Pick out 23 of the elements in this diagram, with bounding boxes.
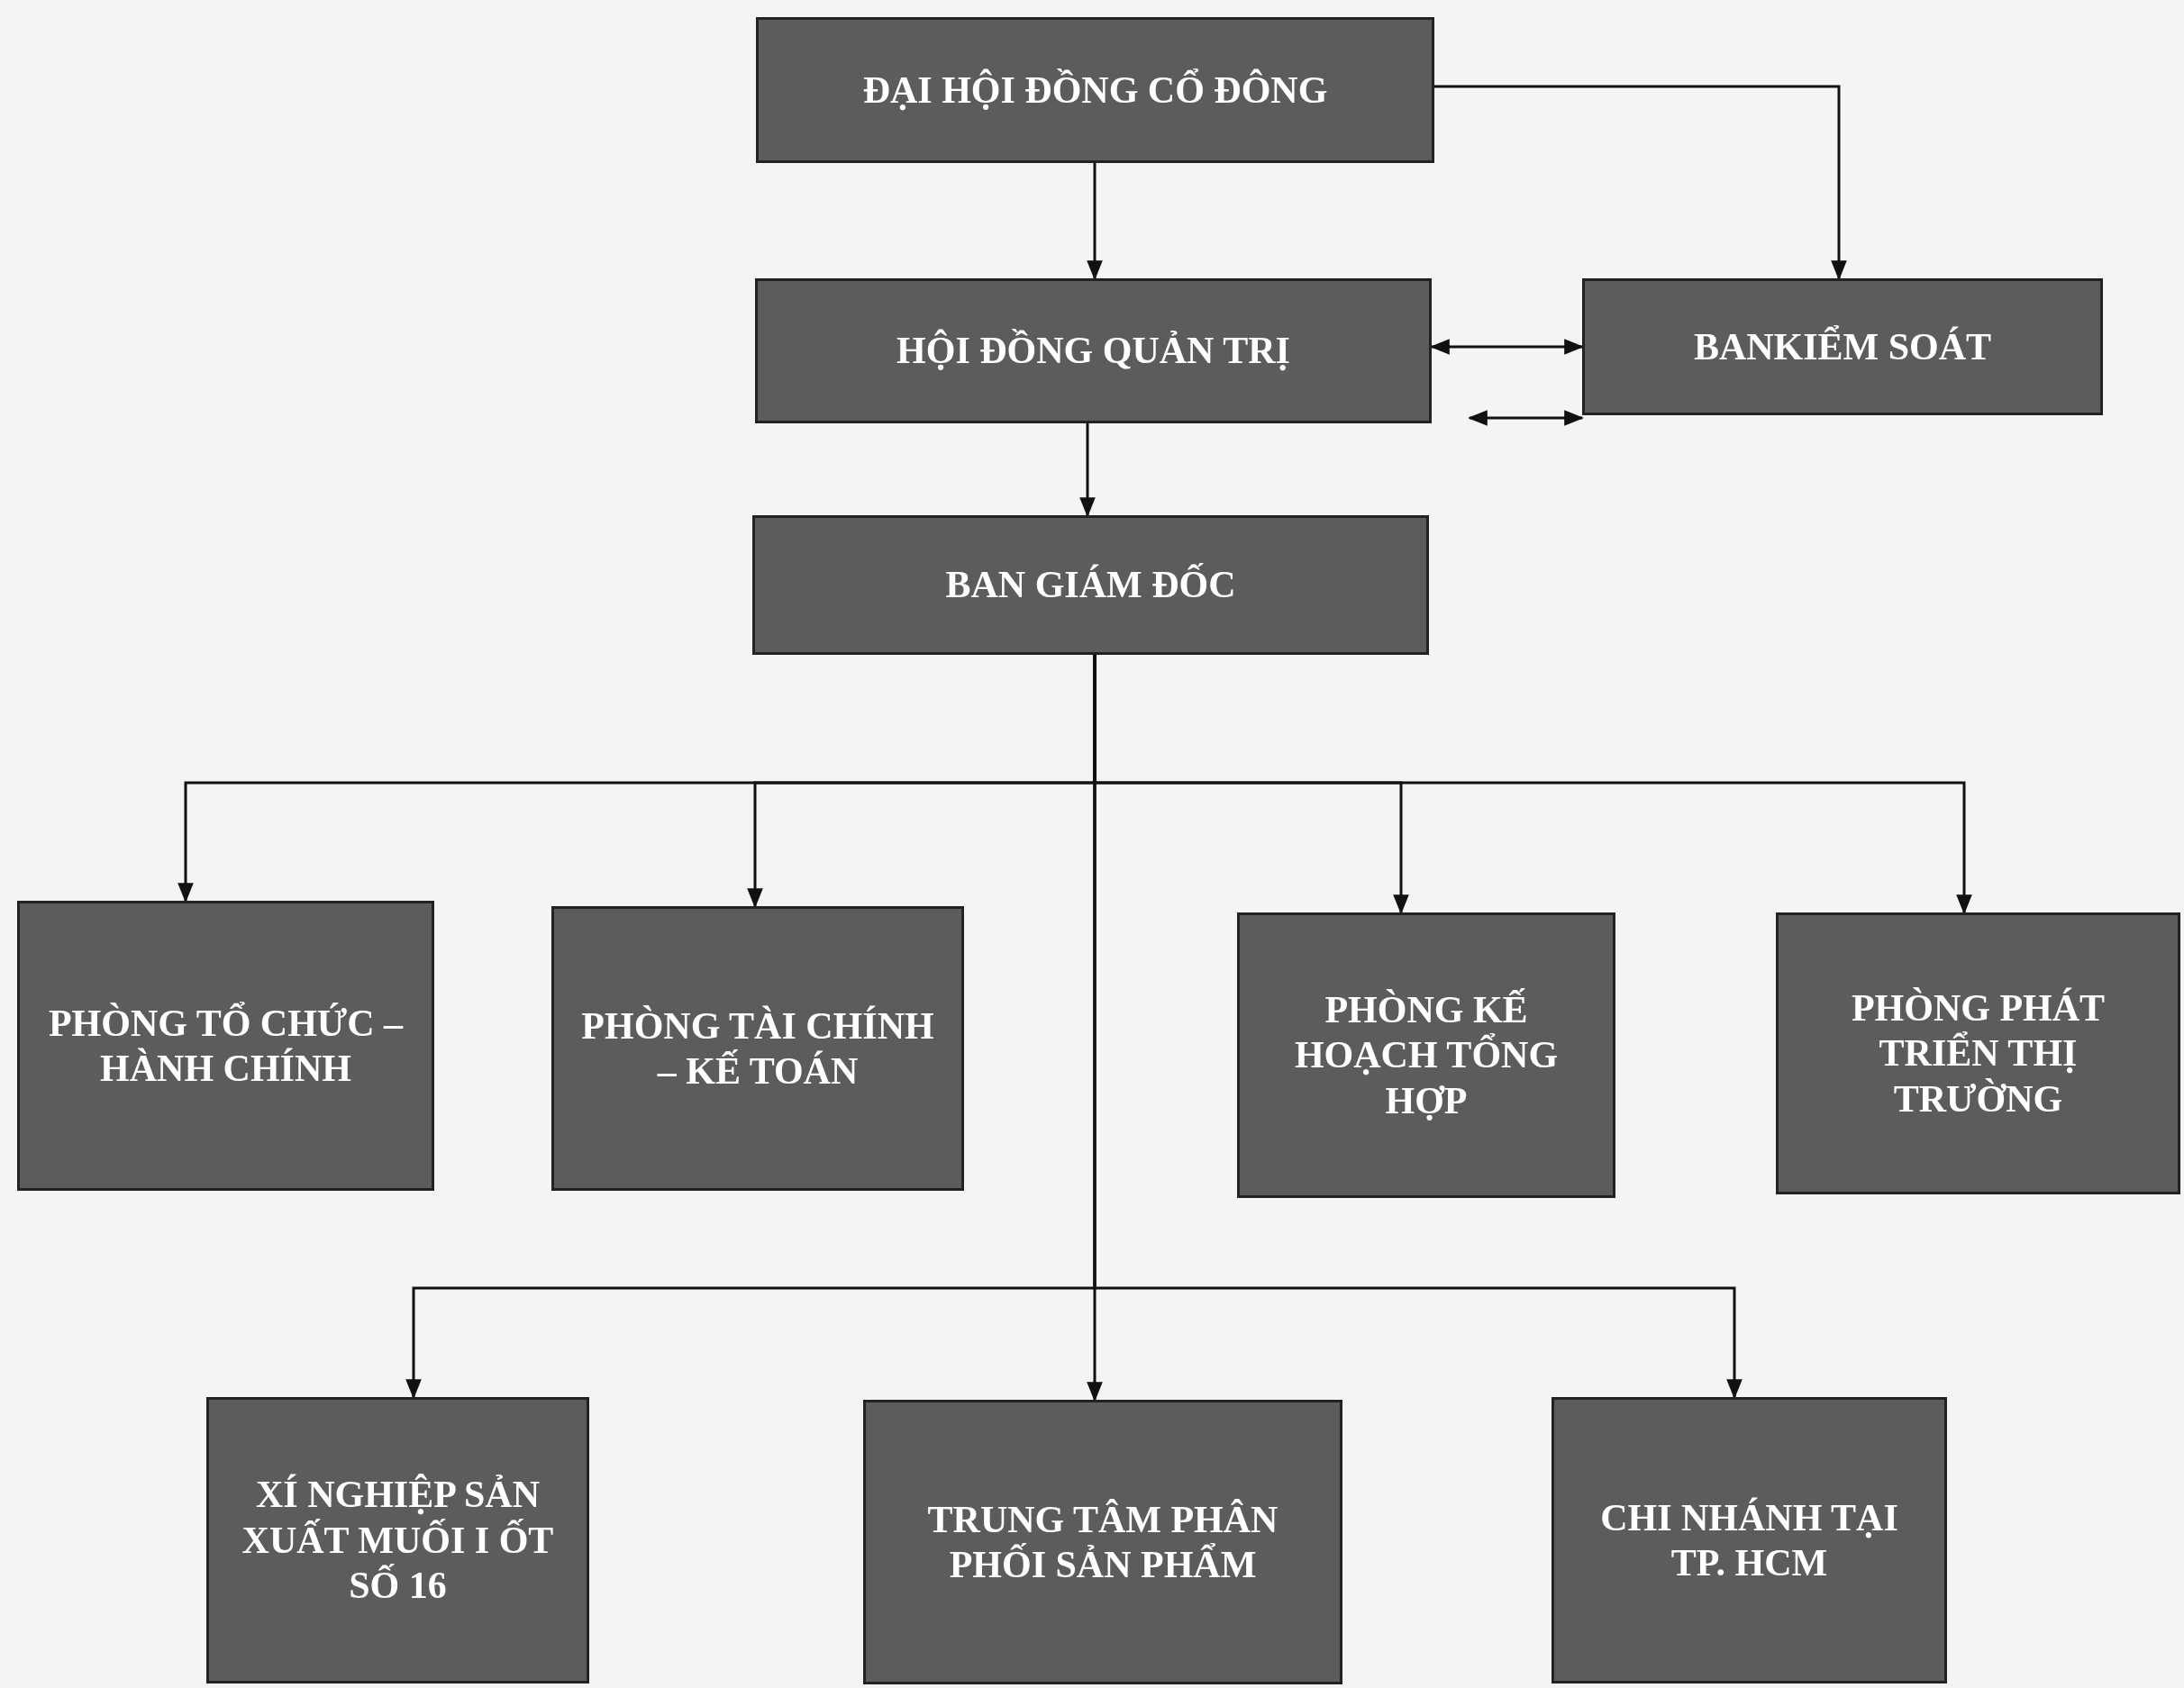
unit-name: PHÒNG TÀI CHÍNH – KẾ TOÁN [580, 1003, 935, 1094]
unit-name: BANKIỂM SOÁT [1693, 324, 1992, 369]
unit-name: CHI NHÁNH TẠI TP. HCM [1599, 1495, 1899, 1585]
unit-name: ĐẠI HỘI ĐỒNG CỔ ĐÔNG [862, 68, 1328, 113]
unit-name: BAN GIÁM ĐỐC [945, 562, 1236, 608]
connector-arrow [1467, 410, 1585, 426]
org-unit-box [551, 906, 964, 1191]
org-unit-box [206, 1397, 589, 1683]
org-unit-box [1582, 278, 2103, 415]
org-unit-box [1237, 912, 1615, 1198]
org-unit-box [1552, 1397, 1947, 1683]
unit-name: PHÒNG KẾ HOẠCH TỔNG HỢP [1293, 987, 1560, 1123]
unit-name: PHÒNG PHÁT TRIỂN THỊ TRƯỜNG [1850, 985, 2107, 1121]
unit-name: XÍ NGHIỆP SẢN XUẤT MUỐI I ỐT SỐ 16 [241, 1473, 555, 1609]
org-unit-box [17, 901, 434, 1191]
org-unit-box [756, 17, 1434, 163]
unit-name: TRUNG TÂM PHÂN PHỐI SẢN PHẨM [926, 1497, 1279, 1587]
org-unit-box [755, 278, 1432, 423]
unit-name: PHÒNG TỔ CHỨC – HÀNH CHÍNH [47, 1001, 405, 1091]
org-unit-box [752, 515, 1429, 655]
org-unit-box [863, 1400, 1342, 1684]
org-unit-box [1776, 912, 2180, 1194]
unit-name: HỘI ĐỒNG QUẢN TRỊ [896, 328, 1290, 374]
